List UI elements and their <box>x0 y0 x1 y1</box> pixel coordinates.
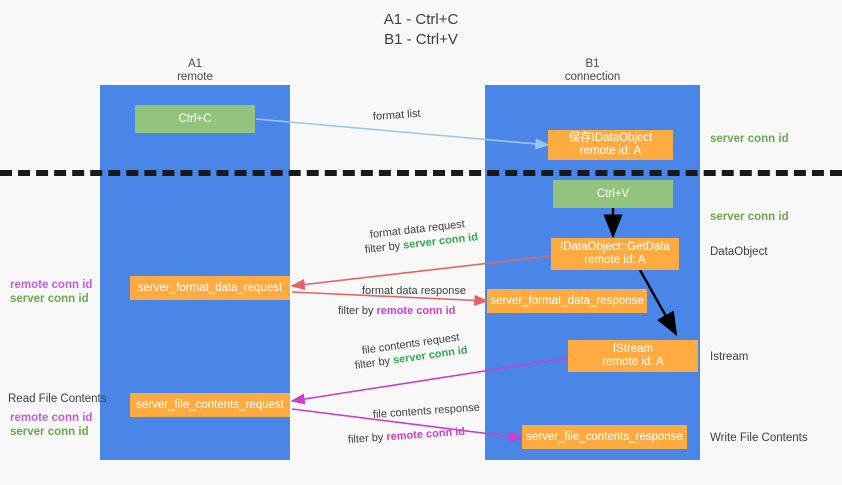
left-label-remote-conn-id-2: remote conn id <box>10 412 93 424</box>
box-server-format-data-request[interactable]: server_format_data_request <box>130 276 290 300</box>
right-label-server-conn-id-second: server conn id <box>710 211 789 223</box>
filter-value-remote-conn-id: remote conn id <box>385 425 466 444</box>
edge-label-format-data-response: format data response <box>362 285 466 297</box>
lane-header-left: A1 remote <box>177 58 213 83</box>
right-label-write-file-contents: Write File Contents <box>710 432 808 444</box>
box-ctrl-c[interactable]: Ctrl+C <box>135 105 255 133</box>
filter-prefix: filter by <box>347 431 387 446</box>
box-idataobject-getdata[interactable]: IDataObject::GetData remote id: A <box>551 238 679 270</box>
box-server-file-contents-response[interactable]: server_file_contents_response <box>522 425 687 449</box>
filter-prefix: filter by <box>354 354 394 372</box>
left-label-read-file-contents: Read File Contents <box>8 393 107 405</box>
filter-value-remote-conn-id: remote conn id <box>376 305 456 317</box>
box-istream[interactable]: IStream remote id: A <box>568 340 698 372</box>
right-label-dataobject: DataObject <box>710 246 768 258</box>
box-server-file-contents-request[interactable]: server_file_contents_request <box>130 393 290 417</box>
left-label-remote-conn-id-1: remote conn id <box>10 279 93 291</box>
box-ctrl-v[interactable]: Ctrl+V <box>553 180 673 208</box>
filter-prefix: filter by <box>364 239 404 256</box>
page-title: A1 - Ctrl+C B1 - Ctrl+V <box>383 11 459 48</box>
filter-prefix: filter by <box>338 305 377 317</box>
edge-label-file-contents-response-filter: filter by remote conn id <box>347 425 466 448</box>
left-label-server-conn-id-2: server conn id <box>10 426 89 438</box>
box-server-format-data-response[interactable]: server_format_data_response <box>487 289 647 313</box>
edge-label-file-contents-response: file contents response <box>372 401 481 421</box>
right-label-server-conn-id-top: server conn id <box>710 133 789 145</box>
edge-label-format-list: format list <box>372 107 421 123</box>
right-label-istream: Istream <box>710 351 749 363</box>
box-save-idataobject[interactable]: 保存IDataObject remote id: A <box>548 130 673 160</box>
lane-header-right: B1 connection <box>564 58 621 83</box>
dashed-separator <box>0 170 842 176</box>
edge-label-format-data-response-filter: filter by remote conn id <box>338 304 455 319</box>
left-label-server-conn-id-1: server conn id <box>10 293 89 305</box>
